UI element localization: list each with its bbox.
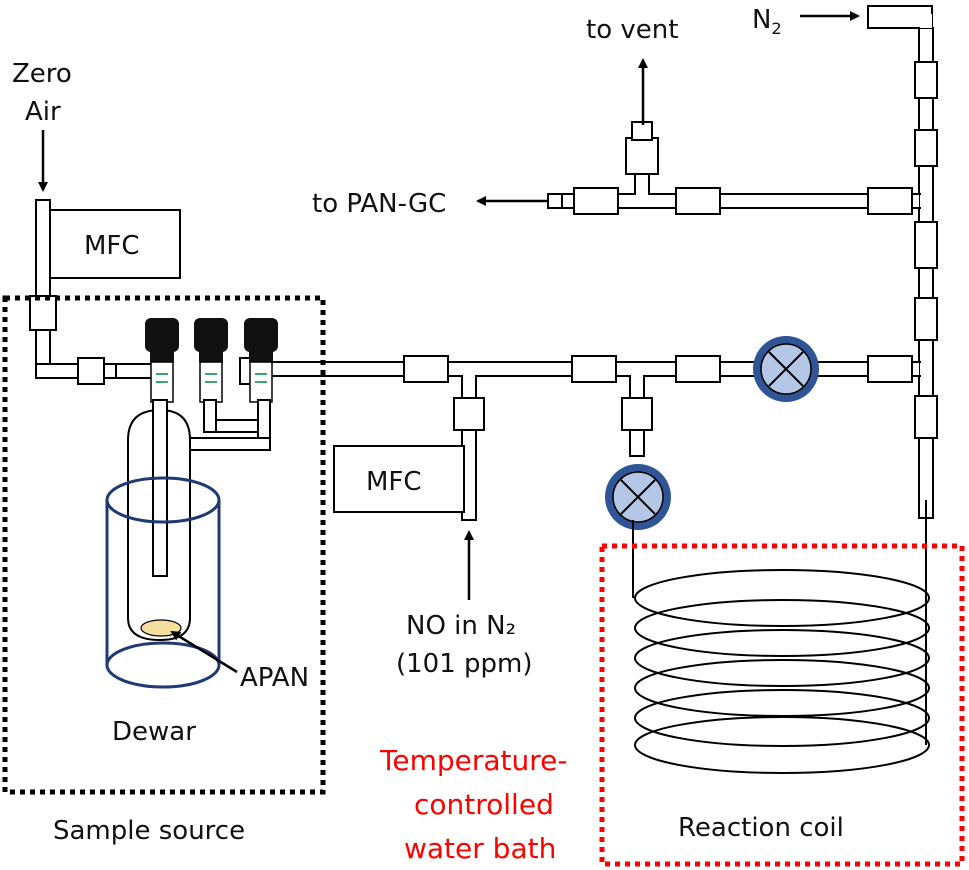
coil-icon — [632, 500, 930, 774]
dewar-label: Dewar — [112, 717, 196, 747]
water-bath-label-1: Temperature- — [379, 744, 567, 777]
to-vent-label: to vent — [586, 15, 678, 45]
reaction-coil-label: Reaction coil — [678, 813, 844, 843]
apan-label: APAN — [240, 663, 309, 693]
zero-air-label-2: Air — [25, 97, 61, 127]
flow-meter-icon — [145, 318, 179, 403]
mfc-mid-box — [333, 445, 465, 513]
no-ppm-label: (101 ppm) — [396, 649, 533, 679]
dewar — [105, 399, 221, 689]
water-bath-label-3: water bath — [404, 832, 556, 865]
zero-air-label-1: Zero — [12, 59, 72, 89]
flow-arrows — [38, 11, 860, 674]
sample-source-box — [2, 295, 326, 795]
flow-meter-icon — [244, 318, 278, 403]
fittings — [29, 61, 938, 439]
to-pan-gc-label: to PAN-GC — [312, 189, 446, 219]
trap-tubing — [189, 399, 271, 451]
mfc-top-label: MFC — [84, 231, 140, 261]
water-bath-label-2: controlled — [414, 788, 554, 821]
mfc-top-box — [49, 209, 181, 279]
sample-source-label: Sample source — [53, 816, 245, 846]
valve-icon — [605, 464, 671, 530]
mfc-mid-label: MFC — [366, 467, 422, 497]
n2-label: N2 — [752, 5, 782, 38]
water-bath-box — [599, 543, 965, 867]
valve-icon — [753, 336, 819, 402]
flow-meter-icon — [194, 318, 228, 403]
no-in-n2-label: NO in N₂ — [406, 611, 516, 641]
